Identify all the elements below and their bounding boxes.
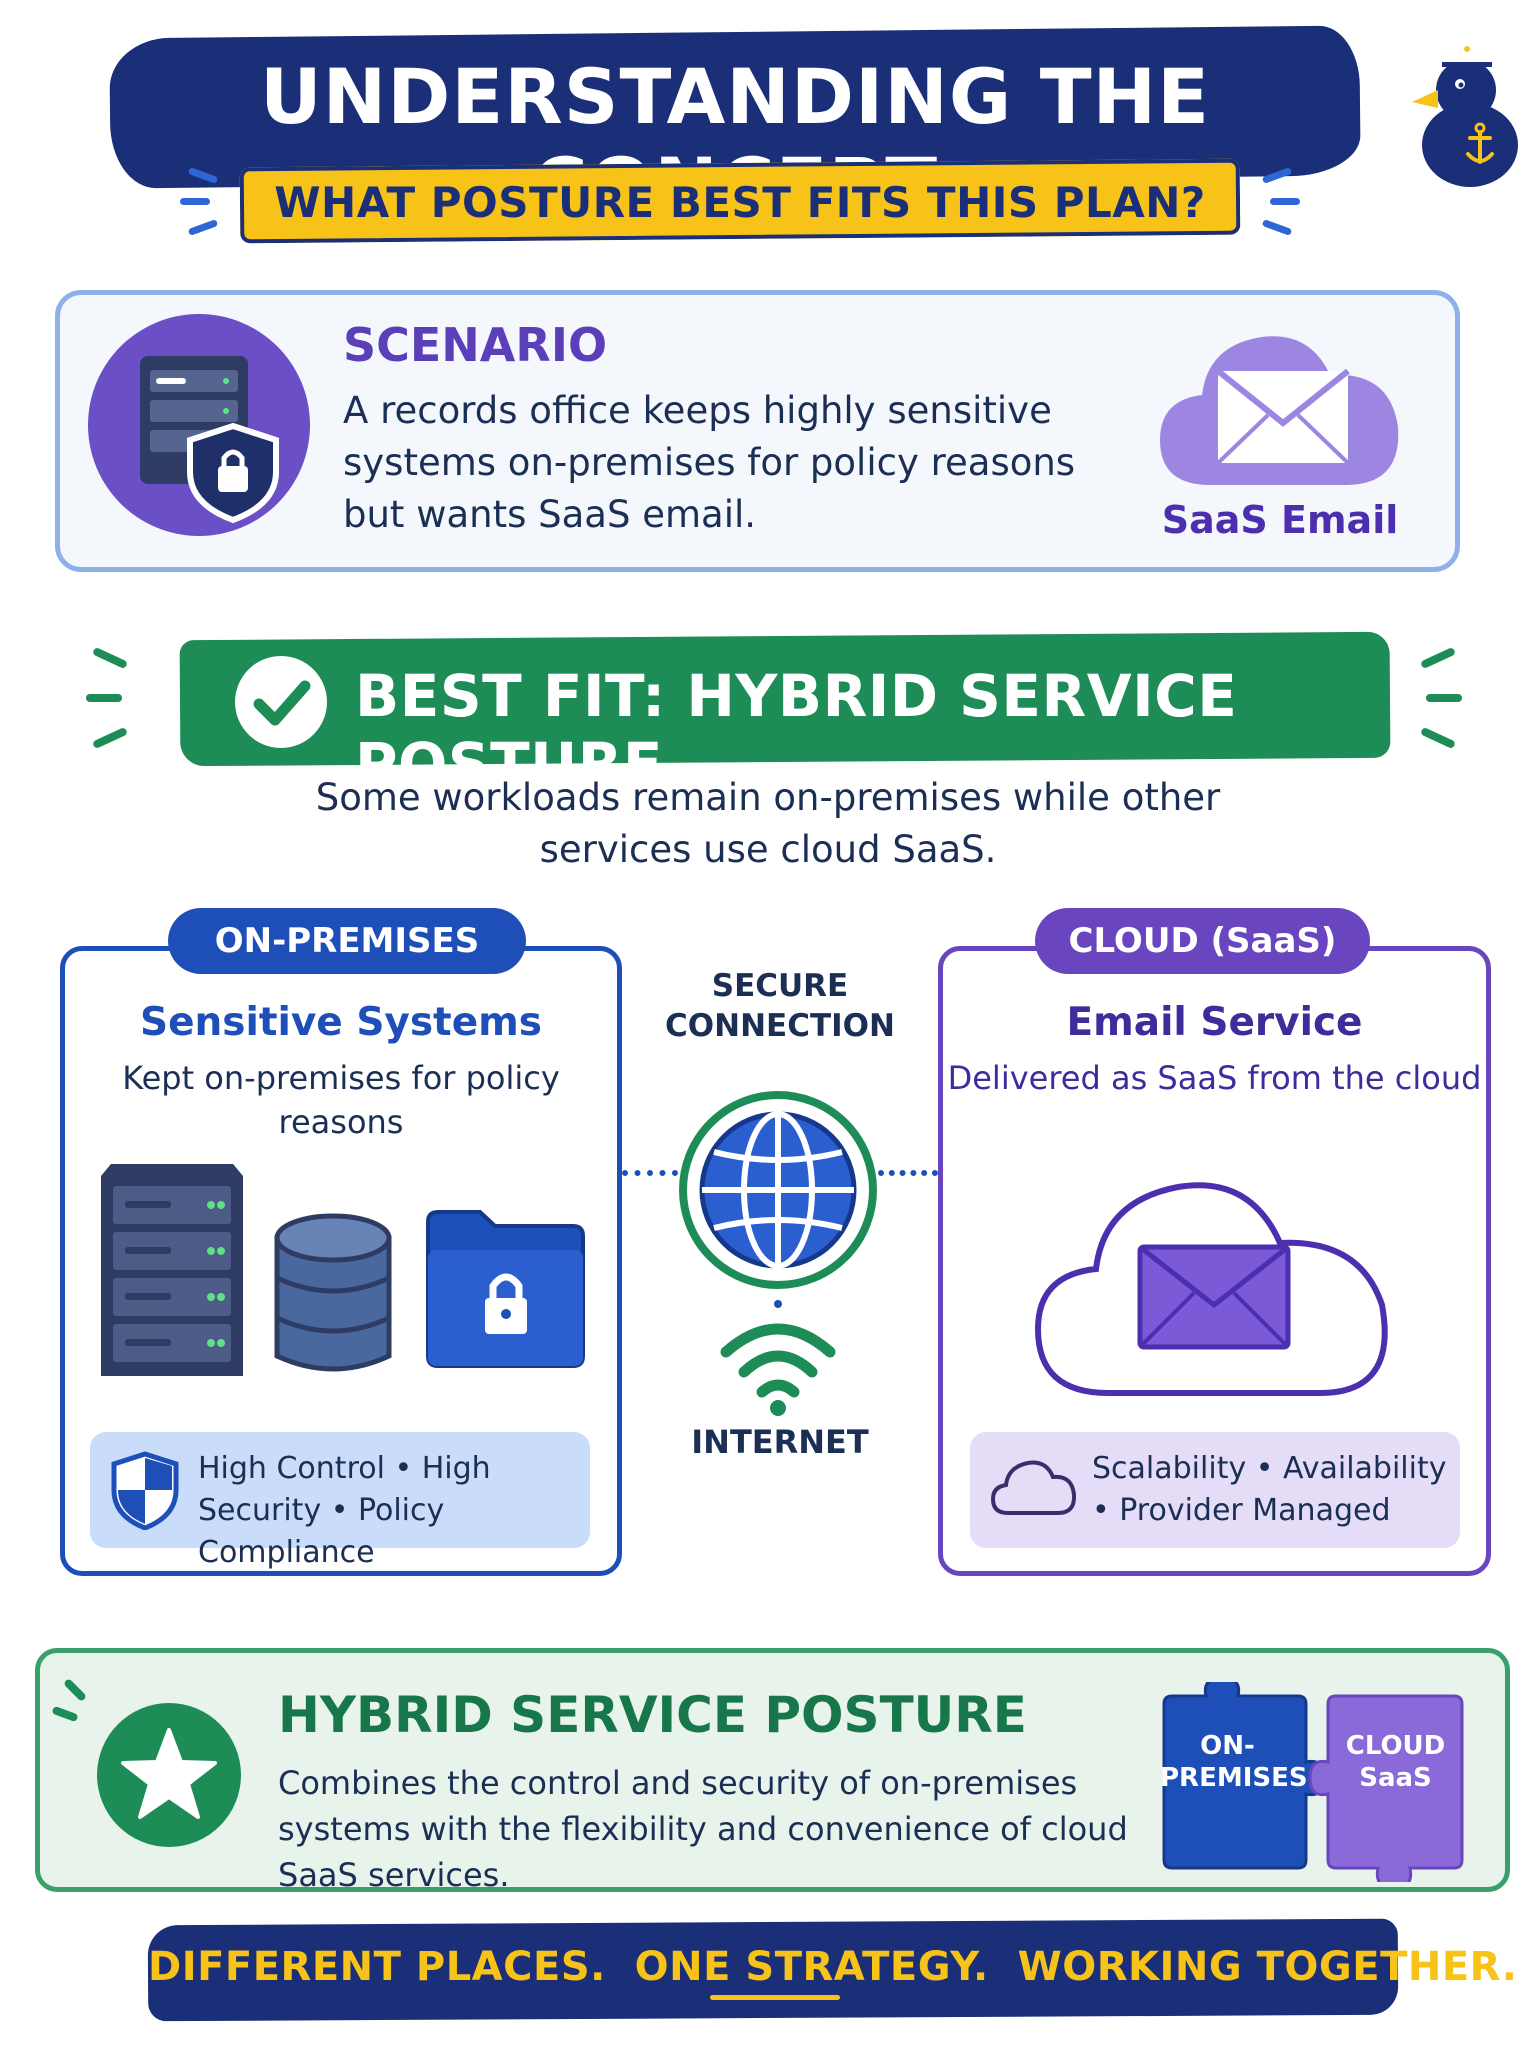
on-premises-title: Sensitive Systems bbox=[139, 1000, 543, 1045]
cloud-mail-icon bbox=[1160, 336, 1399, 485]
star-badge-icon bbox=[97, 1703, 241, 1847]
burst-line bbox=[91, 726, 129, 750]
puzzle-label-on-premises: ON- PREMISES bbox=[1160, 1731, 1308, 1793]
globe-icon bbox=[679, 1091, 877, 1289]
cloud-subtitle: Delivered as SaaS from the cloud bbox=[947, 1059, 1482, 1097]
saas-email-label: SaaS Email bbox=[1161, 498, 1399, 542]
wifi-icon bbox=[720, 1323, 836, 1416]
check-circle-icon bbox=[235, 656, 327, 748]
server-shield-icon bbox=[88, 314, 310, 536]
shield-icon bbox=[111, 1451, 179, 1530]
best-fit-description: Some workloads remain on-premises while … bbox=[315, 776, 1221, 871]
on-premises-subtitle: Kept on-premises for policy reasons bbox=[122, 1059, 560, 1141]
burst-line bbox=[91, 646, 129, 670]
server-rack-icon bbox=[101, 1164, 243, 1376]
burst-line bbox=[86, 694, 122, 702]
secure-connection-label: SECURE CONNECTION bbox=[665, 968, 895, 1044]
connection-dots-left bbox=[622, 1170, 678, 1176]
scenario-heading: SCENARIO bbox=[343, 318, 608, 372]
internet-label: INTERNET bbox=[691, 1423, 869, 1461]
on-premises-tab: ON-PREMISES bbox=[168, 908, 526, 974]
footer-underline bbox=[710, 1995, 840, 2000]
database-icon bbox=[274, 1213, 392, 1372]
cloud-mail-icon bbox=[1034, 1182, 1388, 1396]
cloud-icon bbox=[990, 1460, 1076, 1515]
cloud-features-box bbox=[970, 1432, 1460, 1548]
locked-folder-icon bbox=[426, 1210, 585, 1368]
best-fit-label: BEST FIT: HYBRID SERVICE POSTURE bbox=[355, 662, 1238, 798]
cloud-tab: CLOUD (SaaS) bbox=[1035, 908, 1370, 974]
puzzle-label-cloud-saas: CLOUD SaaS bbox=[1345, 1731, 1446, 1793]
footer-tagline: DIFFERENT PLACES. ONE STRATEGY. WORKING … bbox=[148, 1944, 1518, 1990]
burst-line bbox=[1270, 198, 1300, 205]
connection-dot bbox=[774, 1300, 782, 1308]
burst-line bbox=[1426, 694, 1462, 702]
sailor-duck-icon bbox=[1412, 42, 1518, 187]
puzzle-icon bbox=[1162, 1682, 1464, 1882]
on-premises-features: High Control • High Security • Policy Co… bbox=[198, 1451, 491, 1570]
hybrid-body: Combines the control and security of on-… bbox=[278, 1764, 1128, 1894]
scenario-body: A records office keeps highly sensitive … bbox=[343, 389, 1076, 536]
burst-line bbox=[180, 198, 210, 205]
cloud-features: Scalability • Availability • Provider Ma… bbox=[1092, 1451, 1447, 1528]
page-subtitle: WHAT POSTURE BEST FITS THIS PLAN? bbox=[274, 178, 1206, 227]
connection-dots-right bbox=[878, 1170, 938, 1176]
hybrid-title: HYBRID SERVICE POSTURE bbox=[278, 1686, 1027, 1744]
on-premises-icons bbox=[101, 1164, 585, 1376]
cloud-title: Email Service bbox=[1066, 1000, 1363, 1045]
